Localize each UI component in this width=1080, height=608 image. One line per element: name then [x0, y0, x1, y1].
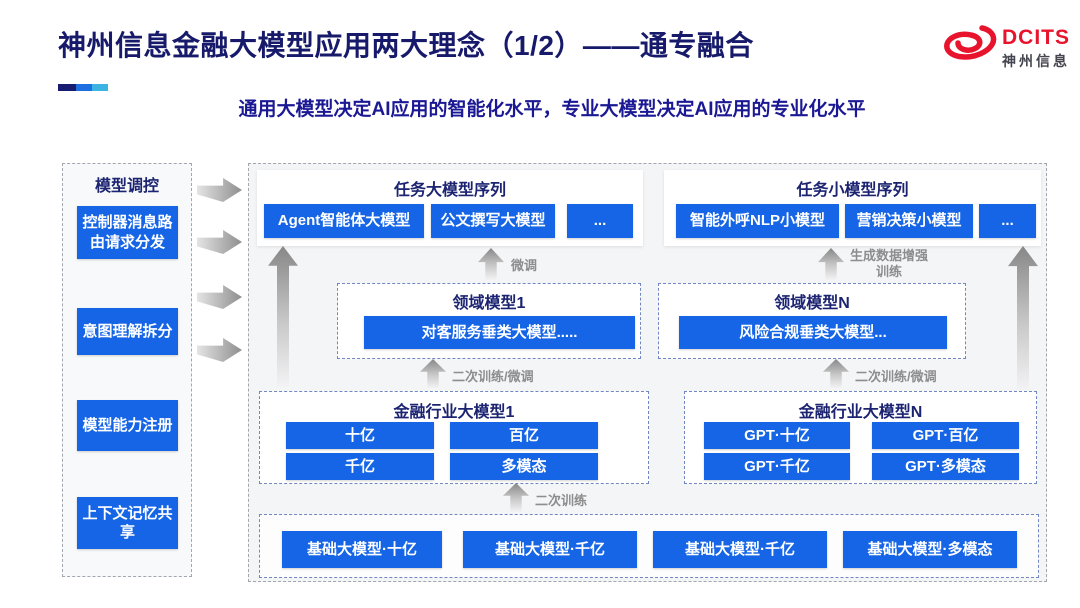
arrow-industryN-to-task-icon [1008, 246, 1038, 390]
domain-1-title: 领域模型1 [452, 295, 526, 312]
industry-n-title: 金融行业大模型N [798, 404, 923, 421]
label-retrain: 二次训练 [535, 493, 588, 508]
label-retrain-finetune-left: 二次训练/微调 [452, 369, 534, 384]
label-finetune: 微调 [511, 258, 538, 273]
model-1b: 十亿 [286, 422, 434, 449]
model-marketing-decision: 营销决策小模型 [845, 204, 973, 238]
deco-bar-cyan [92, 84, 108, 91]
model-task-large-more: ... [567, 204, 633, 238]
logo-brand-text: DCITS [1002, 26, 1070, 49]
sidebar-item-capability-register: 模型能力注册 [77, 400, 178, 451]
sidebar-item-intent-split: 意图理解拆分 [77, 308, 178, 355]
sidebar-arrow-1-icon [197, 178, 242, 202]
task-small-model-panel: 任务小模型序列 智能外呼NLP小模型 营销决策小模型 ... [664, 170, 1041, 246]
sidebar-arrow-3-icon [197, 285, 242, 309]
title-underline-bars [58, 84, 108, 91]
page-title: 神州信息金融大模型应用两大理念（1/2）——通专融合 [58, 30, 754, 61]
model-task-small-more: ... [979, 204, 1036, 238]
model-100b: 千亿 [286, 453, 434, 480]
sidebar-item-controller-routing: 控制器消息路由请求分发 [77, 206, 178, 259]
label-retrain-finetune-right: 二次训练/微调 [855, 369, 937, 384]
deco-bar-blue [76, 84, 92, 91]
model-base-1b: 基础大模型·十亿 [282, 531, 442, 568]
task-large-model-panel: 任务大模型序列 Agent智能体大模型 公文撰写大模型 ... [257, 170, 643, 246]
model-base-multimodal: 基础大模型·多模态 [843, 531, 1017, 568]
dcits-logo: DCITS 神州信息 [938, 20, 1070, 76]
model-agent-llm: Agent智能体大模型 [264, 204, 424, 238]
arrow-retrain-icon [503, 483, 529, 512]
industry-model-1-box: 金融行业大模型1 十亿 百亿 千亿 多模态 [259, 391, 649, 484]
arrow-retrain-finetune-left-icon [420, 359, 446, 388]
model-outbound-nlp: 智能外呼NLP小模型 [676, 204, 839, 238]
model-multimodal: 多模态 [450, 453, 598, 480]
logo-swirl-icon [944, 25, 997, 60]
model-base-100b-a: 基础大模型·千亿 [463, 531, 637, 568]
sidebar-item-context-memory: 上下文记忆共享 [77, 497, 178, 549]
slide-subtitle: 通用大模型决定AI应用的智能化水平，专业大模型决定AI应用的专业化水平 [238, 99, 866, 120]
arrow-retrain-finetune-right-icon [823, 359, 849, 388]
base-models-box: 基础大模型·十亿 基础大模型·千亿 基础大模型·千亿 基础大模型·多模态 [259, 514, 1039, 578]
task-large-title: 任务大模型序列 [393, 182, 506, 199]
domain-model-n-box: 领域模型N 风险合规垂类大模型... [658, 283, 966, 359]
domain-n-title: 领域模型N [774, 295, 850, 312]
sidebar-title: 模型调控 [94, 178, 159, 195]
model-base-100b-b: 基础大模型·千亿 [653, 531, 827, 568]
model-risk-compliance-vertical: 风险合规垂类大模型... [679, 316, 947, 349]
model-control-sidebar: 模型调控 控制器消息路由请求分发 意图理解拆分 模型能力注册 上下文记忆共享 [62, 163, 192, 577]
sidebar-arrow-4-icon [197, 338, 242, 362]
model-gpt-1b: GPT·十亿 [704, 422, 850, 449]
model-architecture-container: 任务大模型序列 Agent智能体大模型 公文撰写大模型 ... 任务小模型序列 … [248, 163, 1047, 582]
domain-model-1-box: 领域模型1 对客服务垂类大模型..... [337, 283, 641, 359]
task-small-title: 任务小模型序列 [796, 182, 909, 199]
model-doc-writing-llm: 公文撰写大模型 [431, 204, 555, 238]
logo-company-text: 神州信息 [1002, 53, 1070, 69]
label-gen-data-training: 生成数据增强训练 [849, 248, 928, 280]
arrow-gen-data-icon [818, 248, 844, 280]
model-customer-service-vertical: 对客服务垂类大模型..... [364, 316, 635, 349]
industry-model-n-box: 金融行业大模型N GPT·十亿 GPT·百亿 GPT·千亿 GPT·多模态 [684, 391, 1037, 484]
industry-1-title: 金融行业大模型1 [393, 404, 515, 421]
sidebar-arrow-2-icon [197, 230, 242, 254]
model-gpt-multimodal: GPT·多模态 [872, 453, 1019, 480]
model-10b: 百亿 [450, 422, 598, 449]
arrow-finetune-icon [478, 248, 504, 280]
model-gpt-10b: GPT·百亿 [872, 422, 1019, 449]
arrow-industry1-to-task-icon [268, 246, 298, 387]
model-gpt-100b: GPT·千亿 [704, 453, 850, 480]
deco-bar-navy [58, 84, 76, 91]
